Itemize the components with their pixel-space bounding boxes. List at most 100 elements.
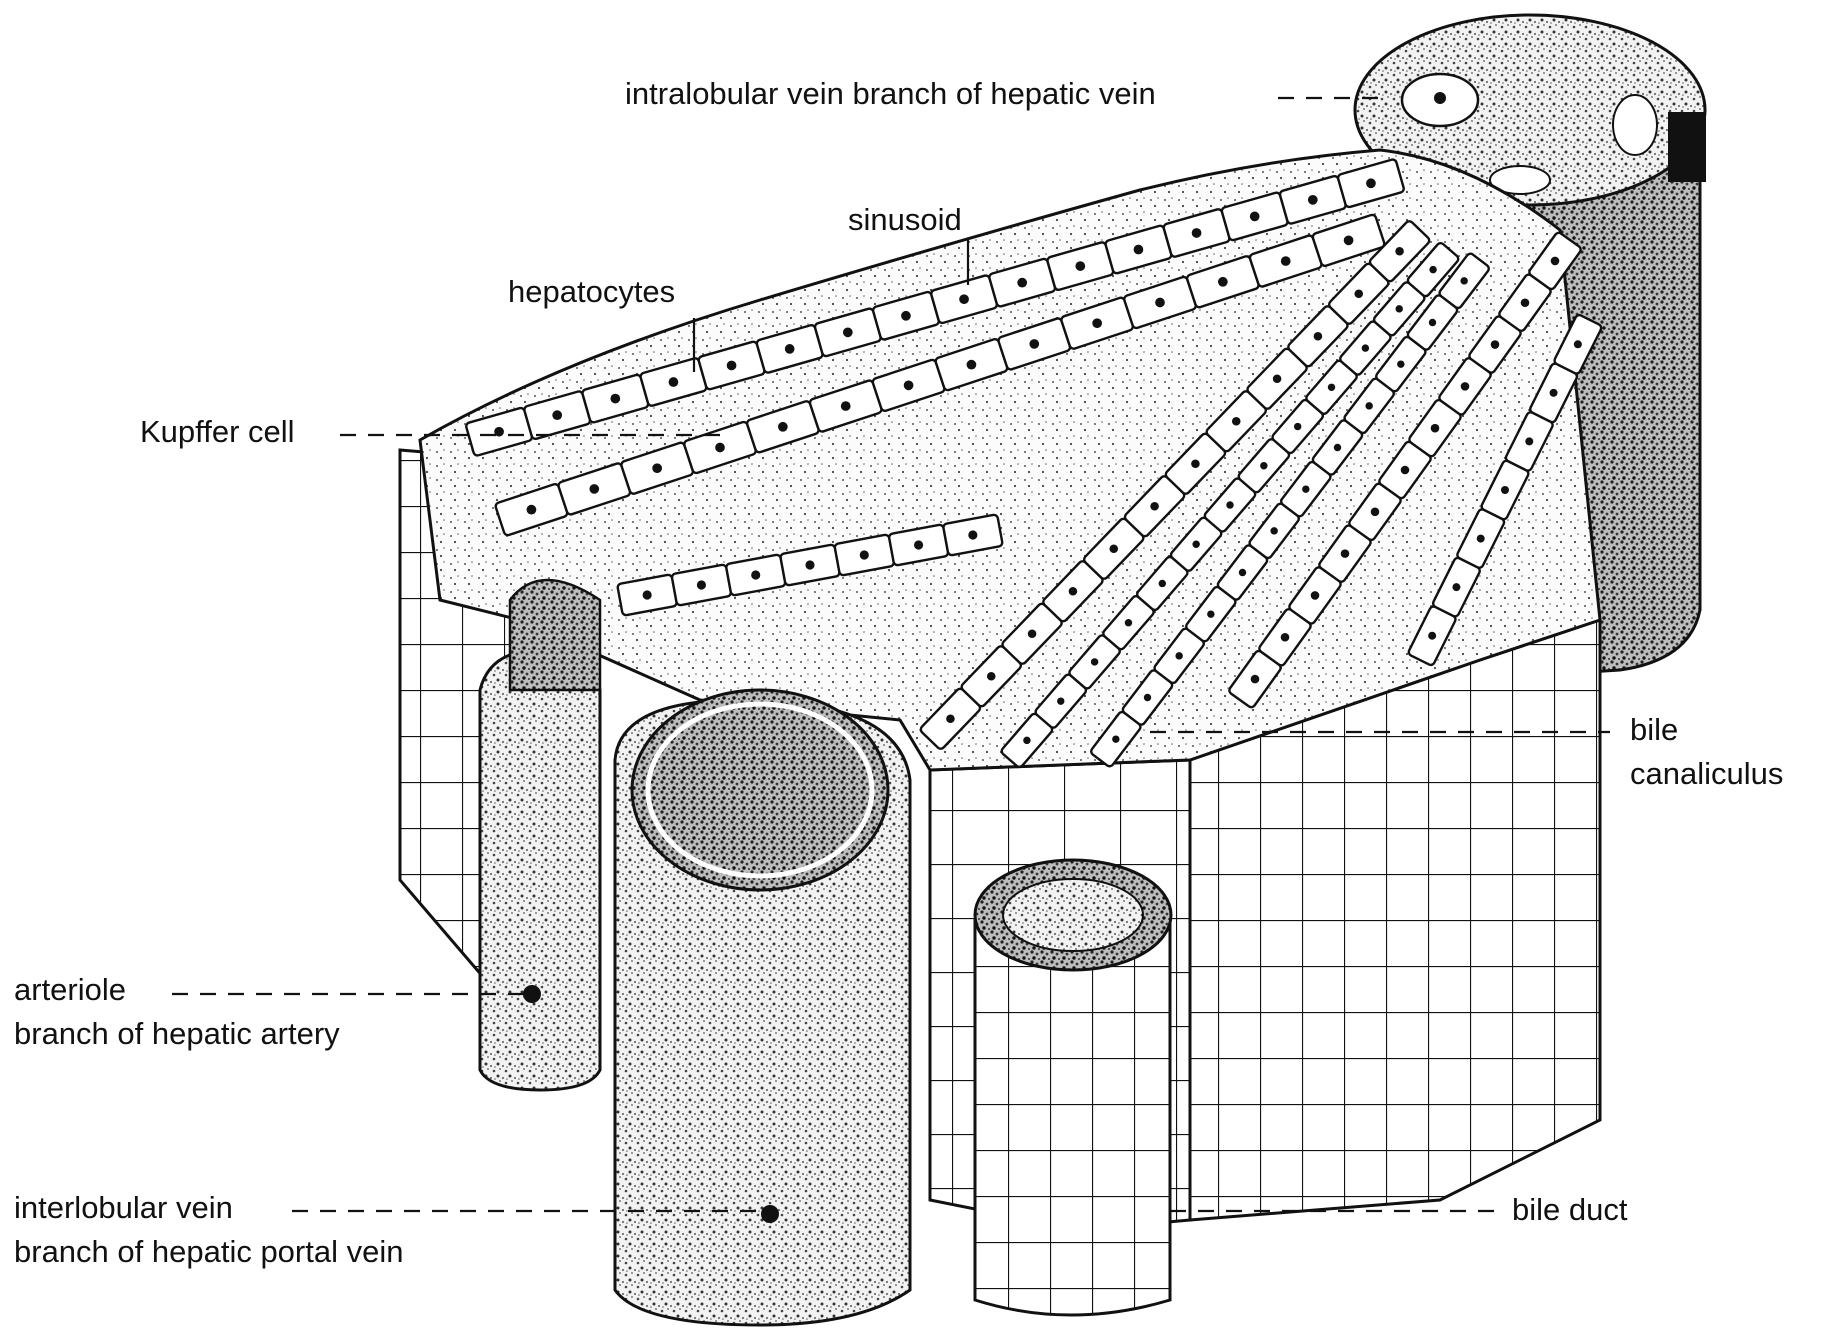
hepatocyte-nucleus	[1150, 502, 1159, 511]
hepatocyte-nucleus	[1365, 402, 1372, 409]
hepatocyte-nucleus	[715, 443, 725, 453]
hepatocyte-nucleus	[1028, 629, 1037, 638]
hepatocyte-nucleus	[1371, 508, 1380, 517]
hepatocyte-nucleus	[1501, 486, 1509, 494]
hepatocyte-nucleus	[1218, 277, 1228, 287]
hepatocyte-nucleus	[1057, 697, 1064, 704]
hepatocyte-nucleus	[805, 560, 814, 569]
hepatocyte-nucleus	[1017, 278, 1027, 288]
hepatocyte-nucleus	[1250, 212, 1260, 222]
hepatocyte-nucleus	[643, 590, 652, 599]
hepatocyte-nucleus	[610, 394, 620, 404]
hepatocyte-nucleus	[1192, 541, 1199, 548]
hepatocyte-nucleus	[1159, 580, 1166, 587]
hepatocyte-nucleus	[843, 327, 853, 337]
hepatocyte-nucleus	[1232, 417, 1241, 426]
hepatocyte-nucleus	[1294, 423, 1301, 430]
label-intralobular-vein: intralobular vein branch of hepatic vein	[625, 76, 1156, 111]
hepatocyte-nucleus	[1281, 633, 1290, 642]
hepatocyte-nucleus	[841, 401, 851, 411]
hepatocyte-nucleus	[967, 360, 977, 370]
hepatocyte-nucleus	[1395, 247, 1404, 256]
hepatocyte-nucleus	[1273, 374, 1282, 383]
hepatocyte-nucleus	[1429, 266, 1436, 273]
hepatocyte-nucleus	[1239, 569, 1246, 576]
hepatocyte-nucleus	[1341, 549, 1350, 558]
hepatocyte-nucleus	[1029, 339, 1039, 349]
hepatocyte-nucleus	[1069, 587, 1078, 596]
hepatocyte-nucleus	[1109, 544, 1118, 553]
hepatocyte-nucleus	[959, 294, 969, 304]
hepatocyte-nucleus	[1311, 591, 1320, 600]
hepatocyte-nucleus	[1075, 261, 1085, 271]
hepatocyte-nucleus	[1397, 360, 1404, 367]
hepatocyte-nucleus	[785, 344, 795, 354]
hepatocyte-nucleus	[1429, 319, 1436, 326]
hepatocyte-nucleus	[1112, 735, 1119, 742]
hepatocyte-nucleus	[1525, 437, 1533, 445]
hepatocyte-nucleus	[1091, 658, 1098, 665]
interlobular-vein-top	[632, 690, 888, 890]
label-sinusoid: sinusoid	[848, 202, 962, 237]
hepatocyte-nucleus	[968, 530, 977, 539]
hepatocyte-nucleus	[904, 381, 914, 391]
hepatocyte-nucleus	[987, 672, 996, 681]
hepatocyte-nucleus	[1155, 298, 1165, 308]
hepatocyte-nucleus	[1396, 305, 1403, 312]
hepatocyte-nucleus	[1334, 444, 1341, 451]
label-arteriole-1: arteriole	[14, 972, 126, 1007]
hepatocyte-nucleus	[1192, 228, 1202, 238]
label-interlobular-vein-1: interlobular vein	[14, 1190, 233, 1225]
label-bile-duct: bile duct	[1512, 1192, 1628, 1227]
hepatocyte-nucleus	[697, 580, 706, 589]
hepatocyte-nucleus	[1191, 459, 1200, 468]
hepatocyte-nucleus	[1251, 675, 1260, 684]
hepatocyte-nucleus	[1366, 178, 1376, 188]
hepatocyte-nucleus	[1328, 384, 1335, 391]
hepatocyte-nucleus	[1452, 583, 1460, 591]
hepatocyte-nucleus	[1302, 485, 1309, 492]
hepatocyte-nucleus	[1550, 389, 1558, 397]
lobule-illustration	[400, 15, 1706, 1325]
label-hepatocytes: hepatocytes	[508, 274, 675, 309]
label-bile-canaliculus-2: canaliculus	[1630, 756, 1783, 791]
hepatocyte-nucleus	[946, 714, 955, 723]
label-bile-canaliculus-1: bile	[1630, 712, 1678, 747]
label-arteriole-2: branch of hepatic artery	[14, 1016, 340, 1051]
hepatocyte-nucleus	[1175, 652, 1182, 659]
hepatocyte-nucleus	[914, 540, 923, 549]
hepatocyte-nucleus	[1551, 257, 1560, 266]
hepatocyte-nucleus	[1431, 424, 1440, 433]
hepatocyte-nucleus	[1134, 245, 1144, 255]
hepatocyte-nucleus	[1207, 610, 1214, 617]
hepatocyte-nucleus	[1354, 289, 1363, 298]
hepatocyte-nucleus	[1362, 344, 1369, 351]
hepatocyte-nucleus	[652, 463, 662, 473]
hepatocyte-nucleus	[860, 550, 869, 559]
label-kupffer-cell: Kupffer cell	[140, 414, 295, 449]
arteriole-cylinder	[480, 650, 600, 1090]
hepatocyte-nucleus	[1401, 466, 1410, 475]
hepatocyte-nucleus	[1428, 632, 1436, 640]
hepatocyte-nucleus	[1260, 462, 1267, 469]
hepatocyte-nucleus	[1308, 195, 1318, 205]
hepatocyte-nucleus	[1226, 501, 1233, 508]
hepatocyte-nucleus	[1461, 382, 1470, 391]
hepatocyte-nucleus	[527, 505, 537, 515]
hepatocyte-nucleus	[552, 410, 562, 420]
hepatocyte-nucleus	[1491, 340, 1500, 349]
hepatocyte-nucleus	[1281, 256, 1291, 266]
hepatocyte-nucleus	[589, 484, 599, 494]
label-interlobular-vein-2: branch of hepatic portal vein	[14, 1234, 403, 1269]
hepatocyte-nucleus	[901, 311, 911, 321]
hepatocyte-nucleus	[1344, 236, 1354, 246]
hepatocyte-nucleus	[1574, 340, 1582, 348]
hepatocyte-nucleus	[669, 377, 679, 387]
hepatocyte-nucleus	[1092, 318, 1102, 328]
hepatocyte-nucleus	[1314, 332, 1323, 341]
hepatocyte-nucleus	[778, 422, 788, 432]
hepatocyte-nucleus	[1023, 737, 1030, 744]
hepatocyte-nucleus	[1144, 694, 1151, 701]
hepatocyte-nucleus	[1460, 277, 1467, 284]
